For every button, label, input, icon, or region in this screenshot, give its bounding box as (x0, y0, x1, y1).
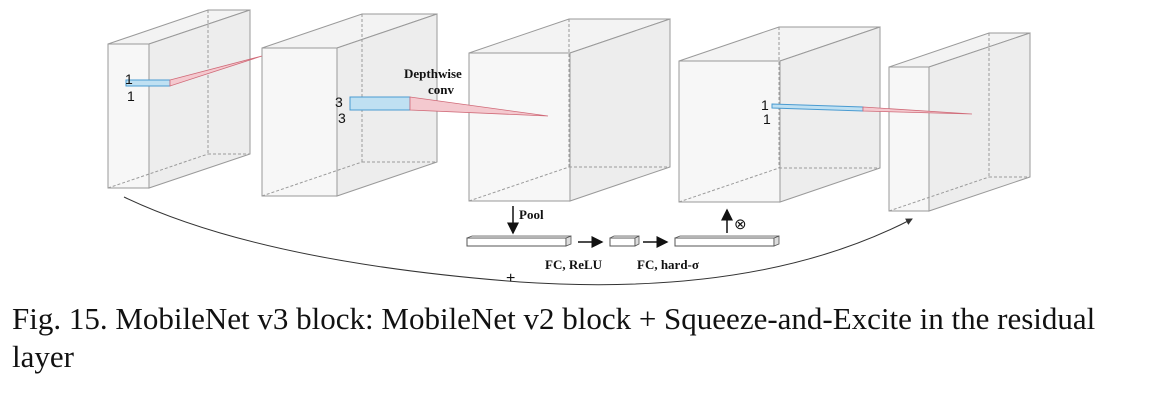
depthwise-conv-label-line2: conv (428, 82, 455, 97)
fc-hard-sigma-label: FC, hard-σ (637, 257, 699, 272)
kernel-1x1-second (771, 103, 973, 115)
feature-map-box-1 (107, 9, 251, 189)
residual-connection-arrow (123, 196, 913, 286)
pool-label: Pool (519, 207, 544, 222)
multiply-icon: ⊗ (734, 216, 747, 233)
kernel-1x1-first (125, 55, 263, 87)
kernel-2-label-b: 3 (338, 110, 346, 126)
excitation-vector-bar (674, 235, 780, 247)
kernel-3-label-b: 1 (763, 111, 771, 127)
kernel-3x3-depthwise (349, 96, 549, 117)
figure-caption: Fig. 15. MobileNet v3 block: MobileNet v… (12, 301, 1096, 374)
kernel-1-label-b: 1 (127, 88, 135, 104)
feature-map-box-5 (888, 32, 1031, 212)
residual-plus-label: + (506, 270, 515, 287)
kernel-3-label-a: 1 (761, 97, 769, 113)
fc-relu-label: FC, ReLU (545, 257, 603, 272)
pooled-vector-bar (466, 235, 572, 247)
depthwise-conv-label-line1: Depthwise (404, 66, 462, 81)
kernel-1-label-a: 1 (125, 71, 133, 87)
feature-map-box-3 (468, 18, 671, 202)
kernel-2-label-a: 3 (335, 94, 343, 110)
mobilenet-v3-block-diagram: 1 1 3 3 Depthwise conv 1 1 Pool FC, ReLU… (107, 9, 1031, 287)
feature-map-box-4 (678, 26, 881, 203)
squeezed-vector-bar (609, 235, 640, 247)
